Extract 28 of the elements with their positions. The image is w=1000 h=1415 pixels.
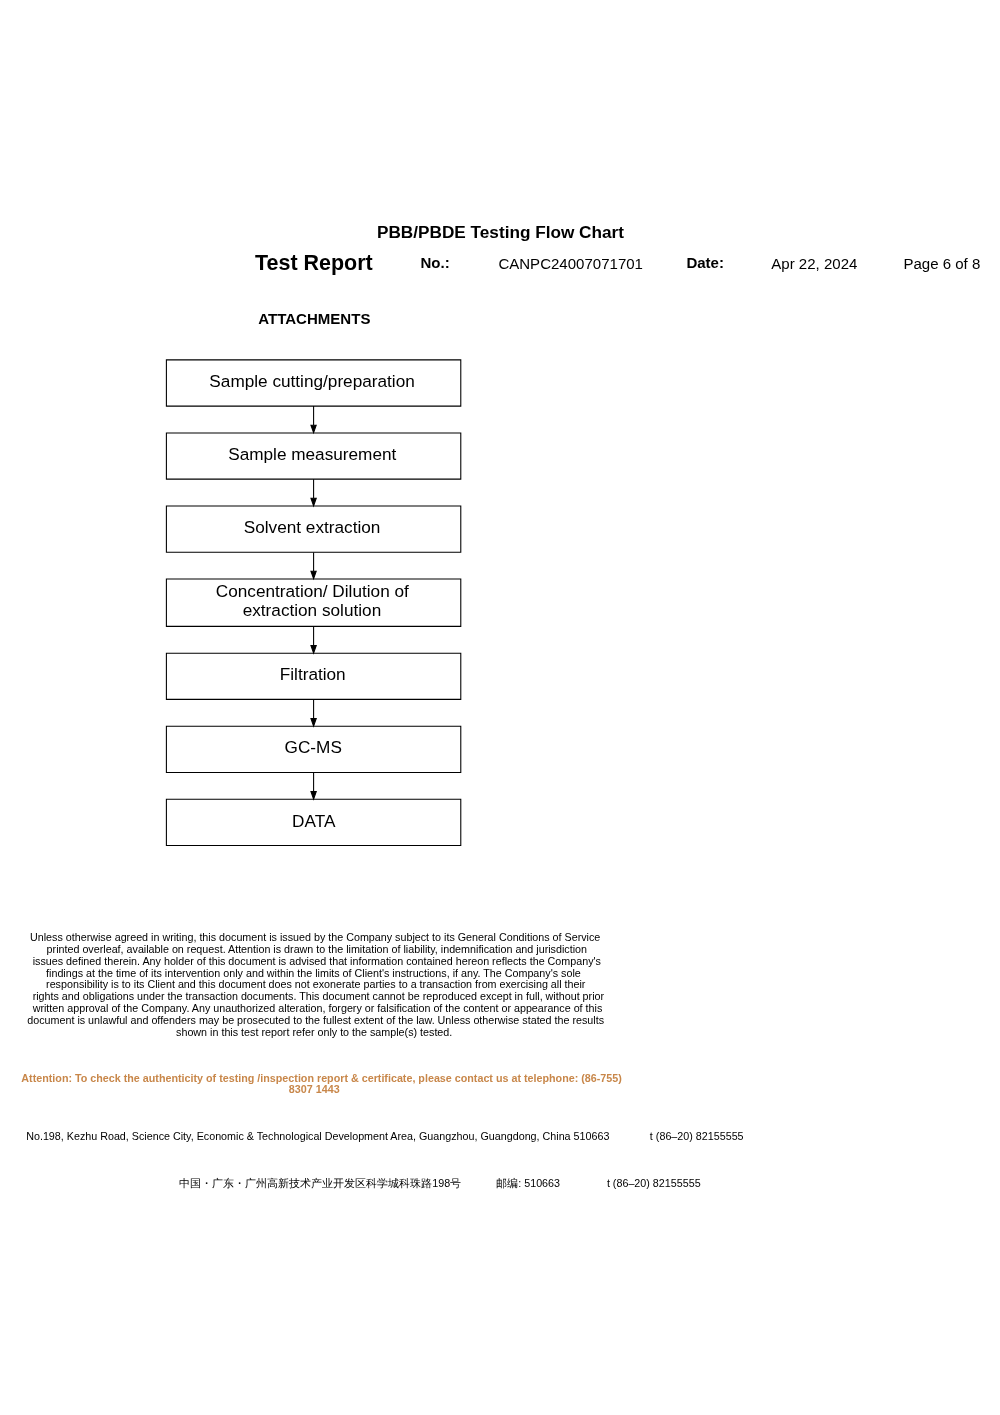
label: Apr 22, 2024: [771, 254, 858, 272]
node-box: Sample measurement: [165, 431, 462, 480]
label: t (86–20) 82155555: [649, 1129, 744, 1142]
node-box: Filtration: [165, 652, 462, 700]
node-box: Solvent extraction: [165, 504, 462, 553]
label: t (86–20) 82155555: [606, 1176, 701, 1189]
arrow: [310, 478, 317, 507]
label: No.:: [420, 253, 450, 271]
label: Test Report: [255, 250, 373, 275]
node-box: Concentration/ Dilution of extraction solution: [165, 578, 462, 627]
node-box: DATA: [165, 798, 462, 846]
label: No.198, Kezhu Road, Science City, Economic & Technological Development Area, Guangzhou, Guangdong, China 510663: [26, 1129, 610, 1142]
label: Date:: [686, 253, 724, 271]
arrow: [310, 551, 317, 580]
arrow: [310, 698, 317, 728]
label: Attention: To check the authenticity of testing /inspection report & certificate, please contact us at telephone: (86-755) 8307 1443: [21, 1071, 622, 1095]
arrow: [310, 405, 317, 434]
arrow: [310, 625, 317, 655]
diagram-title: PBB/PBDE Testing Flow Chart: [376, 221, 624, 242]
label: CANPC24007071701: [498, 254, 643, 272]
label: Page 6 of 8: [903, 254, 981, 272]
label: 中国・广东・广州高新技术产业开发区科学城科珠路198号: [179, 1176, 462, 1189]
node-box: Sample cutting/preparation: [165, 358, 462, 407]
label: ATTACHMENTS: [258, 309, 371, 327]
arrow: [310, 771, 317, 801]
label: Unless otherwise agreed in writing, this document is issued by the Company subject to its General Conditions of Service printed overleaf, available on request. Attention is drawn to the limitation of liability, indemnification and jurisdiction issues defined therein. Any holder of this document is advised that information contained hereon reflects the Company's findings at the time of its intervention only and within the limits of Client's instructions, if any. The Company's sole responsibility is to its Client and this document does not exonerate parties to a transaction from exercising all their rights and obligations under the transaction documents. This document cannot be reproduced except in full, without prior written approval of the Company. Any unauthorized alteration, forgery or falsification of the content or appearance of this document is unlawful and offenders may be prosecuted to the fullest extent of the law. Unless otherwise stated the results shown in this test report refer only to the sample(s) tested.: [27, 930, 605, 1038]
node-box: GC-MS: [165, 725, 462, 773]
label: 邮编: 510663: [496, 1176, 561, 1189]
